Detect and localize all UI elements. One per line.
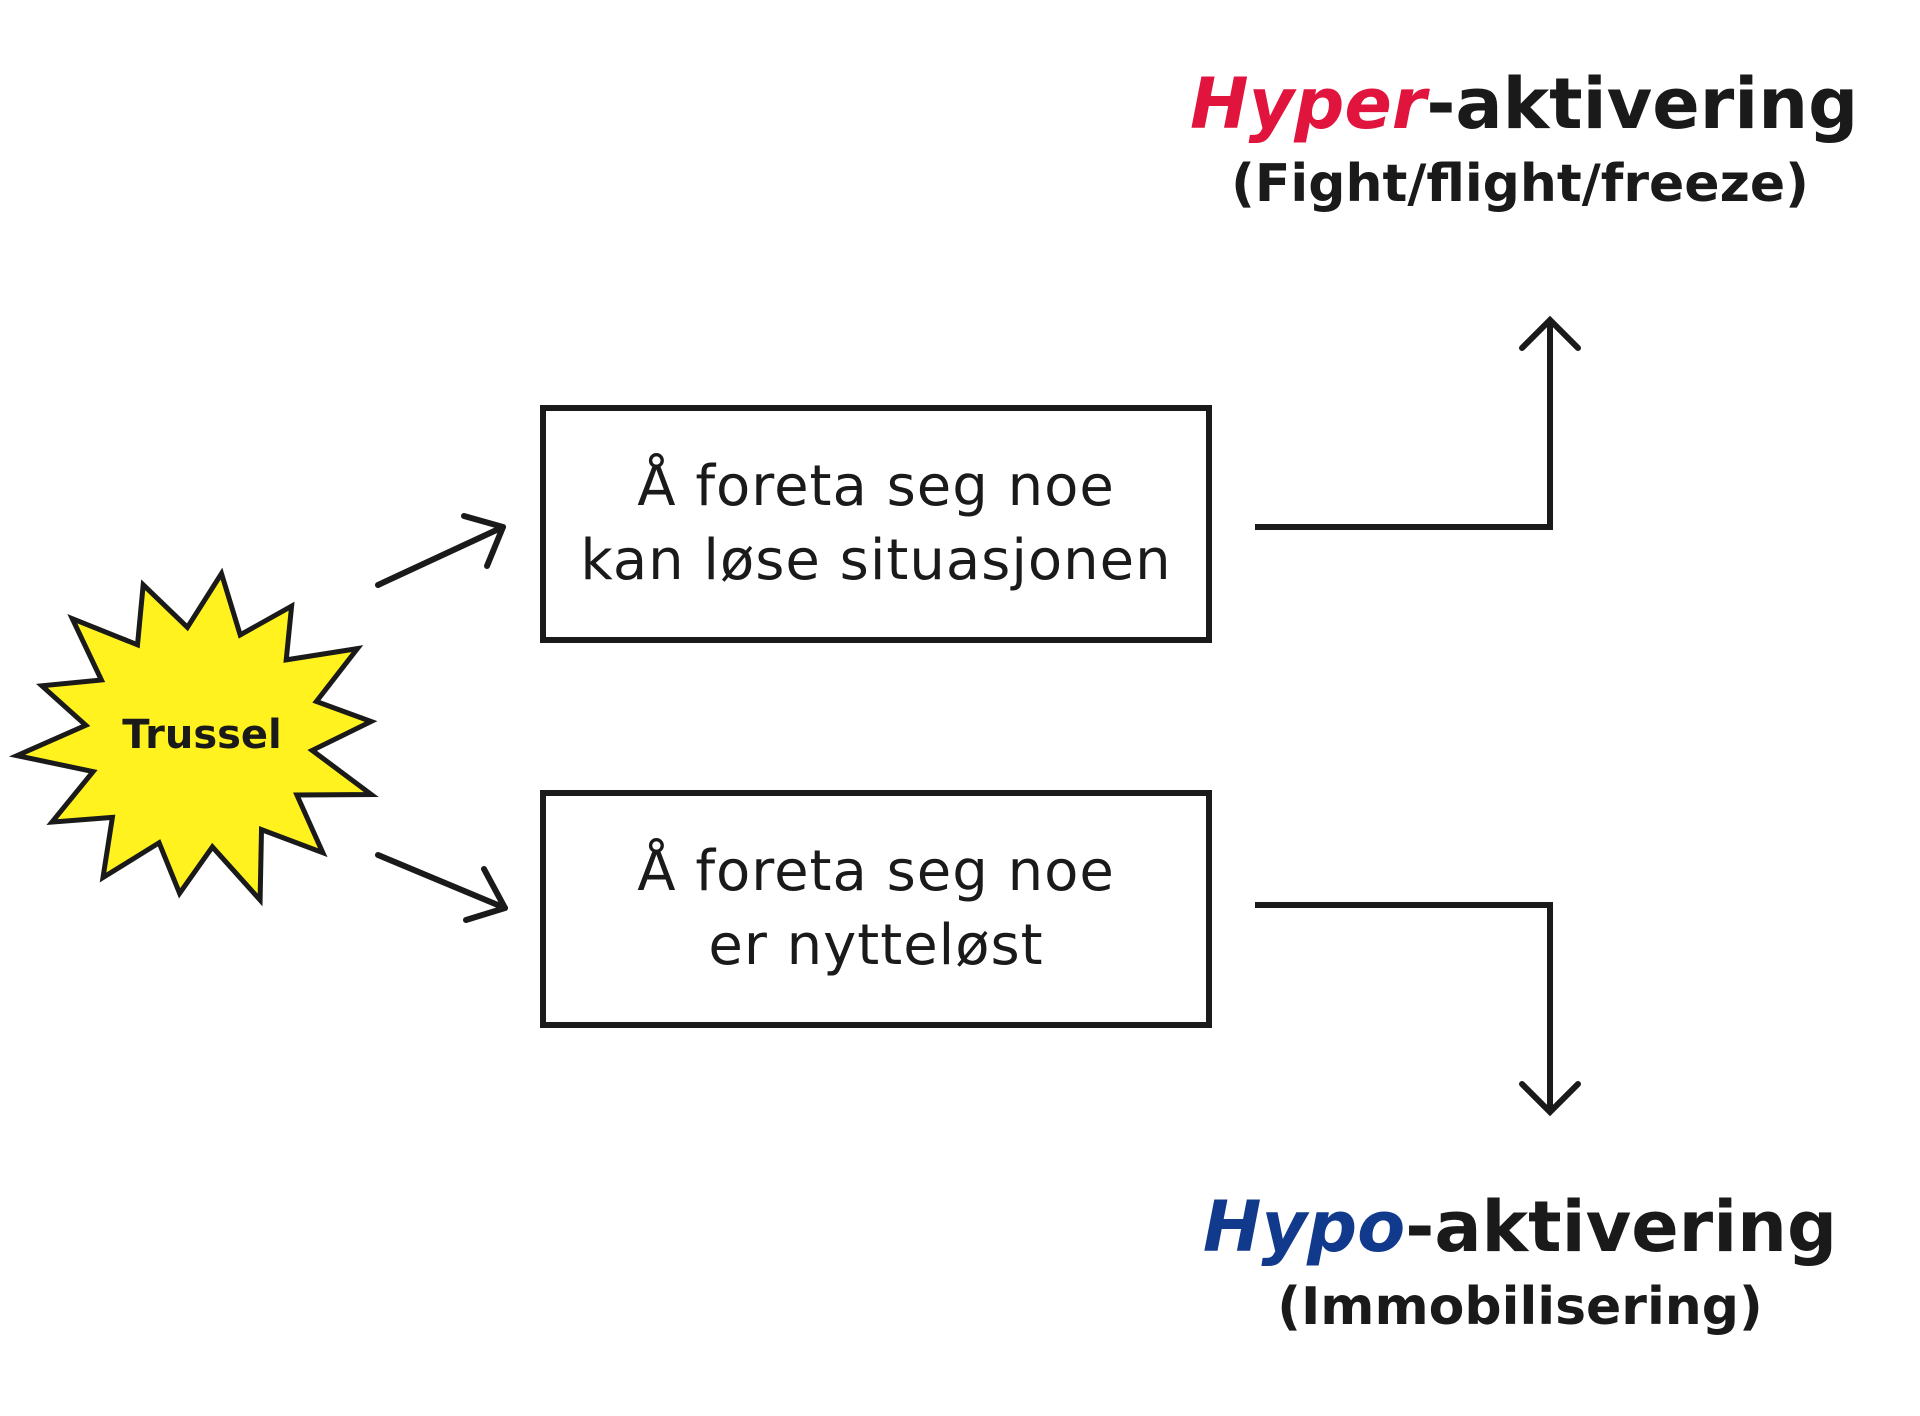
hypo-activation-heading: Hypo-aktivering xyxy=(1190,1185,1850,1269)
hypo-suffix: -aktivering xyxy=(1405,1186,1838,1268)
hypo-activation-detail: (Immobilisering) xyxy=(1277,1277,1763,1337)
action-box-futile: Å foreta seg noe er nytteløst xyxy=(540,790,1212,1028)
hyper-prefix: Hyper xyxy=(1190,63,1427,145)
hypo-prefix: Hypo xyxy=(1202,1186,1406,1268)
hyper-activation-detail: (Fight/flight/freeze) xyxy=(1231,154,1809,214)
arrow-to-box-bottom xyxy=(375,852,508,923)
outcome-hypo-activation: Hypo-aktivering (Immobilisering) xyxy=(1190,1185,1850,1345)
arrow-to-hypo xyxy=(1255,902,1581,1117)
arrow-to-box-top xyxy=(375,513,506,588)
hyper-suffix: -aktivering xyxy=(1426,63,1859,145)
action-box-can-solve: Å foreta seg noe kan løse situasjonen xyxy=(540,405,1212,643)
arrow-to-hyper xyxy=(1255,315,1581,530)
outcome-hyper-activation: Hyper-aktivering (Fight/flight/freeze) xyxy=(1190,62,1858,222)
action-box-futile-line1: Å foreta seg noe xyxy=(637,839,1115,904)
threat-label: Trussel xyxy=(122,712,282,758)
hyper-activation-heading: Hyper-aktivering xyxy=(1190,62,1858,146)
threat-starburst: Trussel xyxy=(8,567,379,907)
action-box-futile-line2: er nytteløst xyxy=(708,913,1044,978)
action-box-can-solve-line2: kan løse situasjonen xyxy=(580,528,1172,593)
starburst-shape xyxy=(8,567,379,907)
action-box-can-solve-line1: Å foreta seg noe xyxy=(637,454,1115,519)
